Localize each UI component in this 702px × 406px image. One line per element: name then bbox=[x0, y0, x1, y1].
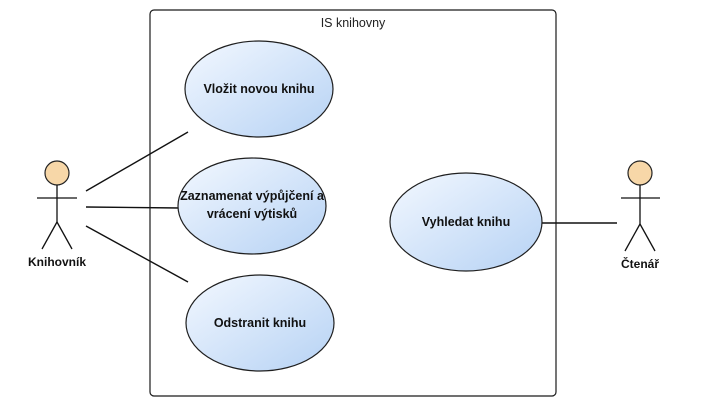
system-title: IS knihovny bbox=[320, 16, 386, 30]
actor-reader-label: Čtenář bbox=[620, 257, 659, 271]
use-case-record-loan[interactable] bbox=[177, 157, 327, 255]
use-case-remove-book-label: Odstranit knihu bbox=[213, 316, 307, 330]
actor-reader-head bbox=[627, 160, 653, 186]
use-case-record-loan-label: Zaznamenat výpůjčení a vrácení výtisků bbox=[180, 189, 324, 221]
use-case-remove-book[interactable] bbox=[185, 274, 335, 372]
actor-librarian-figure[interactable] bbox=[37, 160, 77, 250]
association-librarian-add-book bbox=[85, 131, 189, 192]
use-case-add-book[interactable] bbox=[184, 40, 334, 138]
use-case-search-book-label: Vyhledat knihu bbox=[421, 215, 511, 229]
use-case-search-book[interactable] bbox=[389, 172, 543, 272]
association-librarian-record-loan bbox=[85, 206, 181, 209]
actor-librarian-label: Knihovník bbox=[27, 255, 86, 269]
association-librarian-remove-book bbox=[85, 225, 189, 283]
actor-librarian-head bbox=[44, 160, 70, 186]
use-case-add-book-label: Vložit novou knihu bbox=[203, 82, 315, 96]
actor-reader-figure[interactable] bbox=[621, 160, 660, 252]
